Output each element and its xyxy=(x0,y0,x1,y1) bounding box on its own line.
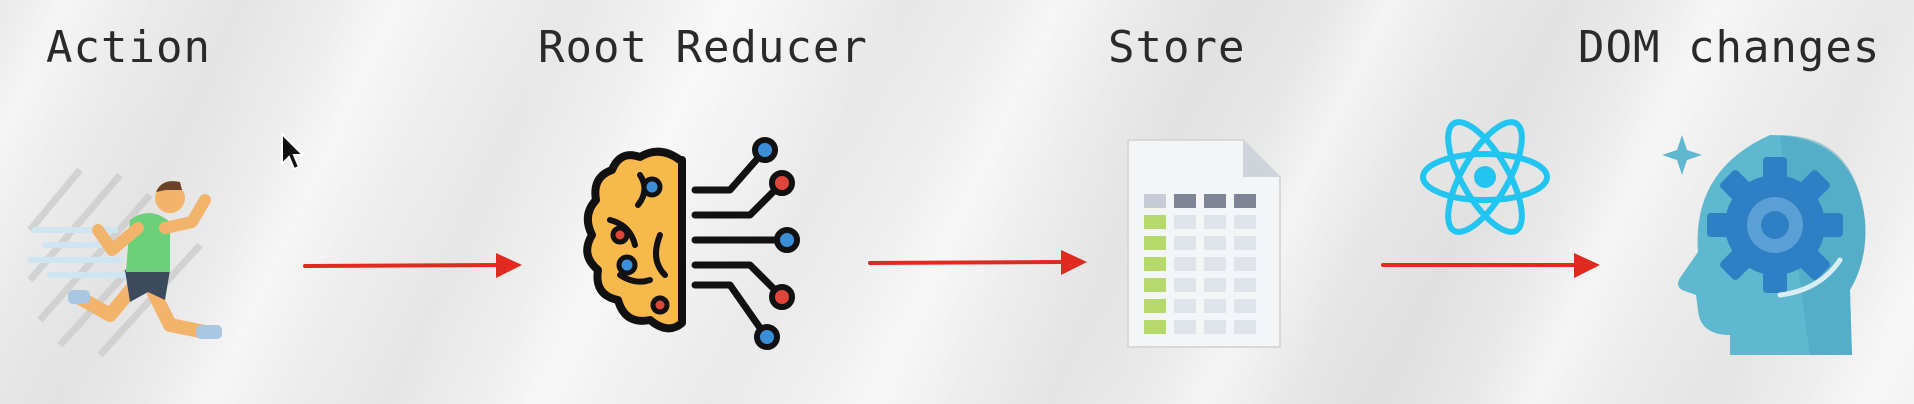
sheet-cell xyxy=(1204,194,1226,208)
sheet-cell xyxy=(1234,236,1256,250)
brain-circuit-icon xyxy=(583,137,800,350)
sheet-cell xyxy=(1174,299,1196,313)
step-label-store: Store xyxy=(1108,22,1246,73)
sheet-cell xyxy=(1234,215,1256,229)
spreadsheet-document-icon xyxy=(1127,139,1281,348)
sheet-cell xyxy=(1174,257,1196,271)
sheet-cell xyxy=(1144,215,1166,229)
sheet-cell xyxy=(1204,236,1226,250)
sheet-cell xyxy=(1234,299,1256,313)
sheet-cell xyxy=(1174,278,1196,292)
sheet-cell xyxy=(1144,257,1166,271)
sheet-cell xyxy=(1204,257,1226,271)
sheet-cell xyxy=(1234,257,1256,271)
sheet-cell xyxy=(1234,194,1256,208)
sheet-cell xyxy=(1174,320,1196,334)
sheet-cell xyxy=(1144,320,1166,334)
step-label-dom-changes: DOM changes xyxy=(1578,22,1881,73)
sheet-cell xyxy=(1204,299,1226,313)
react-logo-icon xyxy=(1420,119,1550,235)
sheet-cell xyxy=(1234,320,1256,334)
head-gear-icon xyxy=(1662,135,1866,355)
sheet-cell xyxy=(1144,236,1166,250)
sheet-cell xyxy=(1174,215,1196,229)
sheet-cell xyxy=(1174,236,1196,250)
sheet-cell xyxy=(1144,278,1166,292)
step-label-root-reducer: Root Reducer xyxy=(538,22,868,73)
sheet-cell xyxy=(1144,299,1166,313)
running-person-icon xyxy=(27,167,222,358)
sheet-cell xyxy=(1204,320,1226,334)
sheet-cell xyxy=(1204,278,1226,292)
step-label-action: Action xyxy=(46,22,211,73)
sheet-cell xyxy=(1204,215,1226,229)
flow-arrow-3 xyxy=(1381,253,1600,278)
flow-arrow-2 xyxy=(868,250,1087,275)
sheet-cell xyxy=(1174,194,1196,208)
sheet-cell xyxy=(1234,278,1256,292)
flow-arrow-1 xyxy=(303,253,522,278)
mouse-cursor-icon xyxy=(281,132,306,171)
sheet-cell xyxy=(1144,194,1166,208)
